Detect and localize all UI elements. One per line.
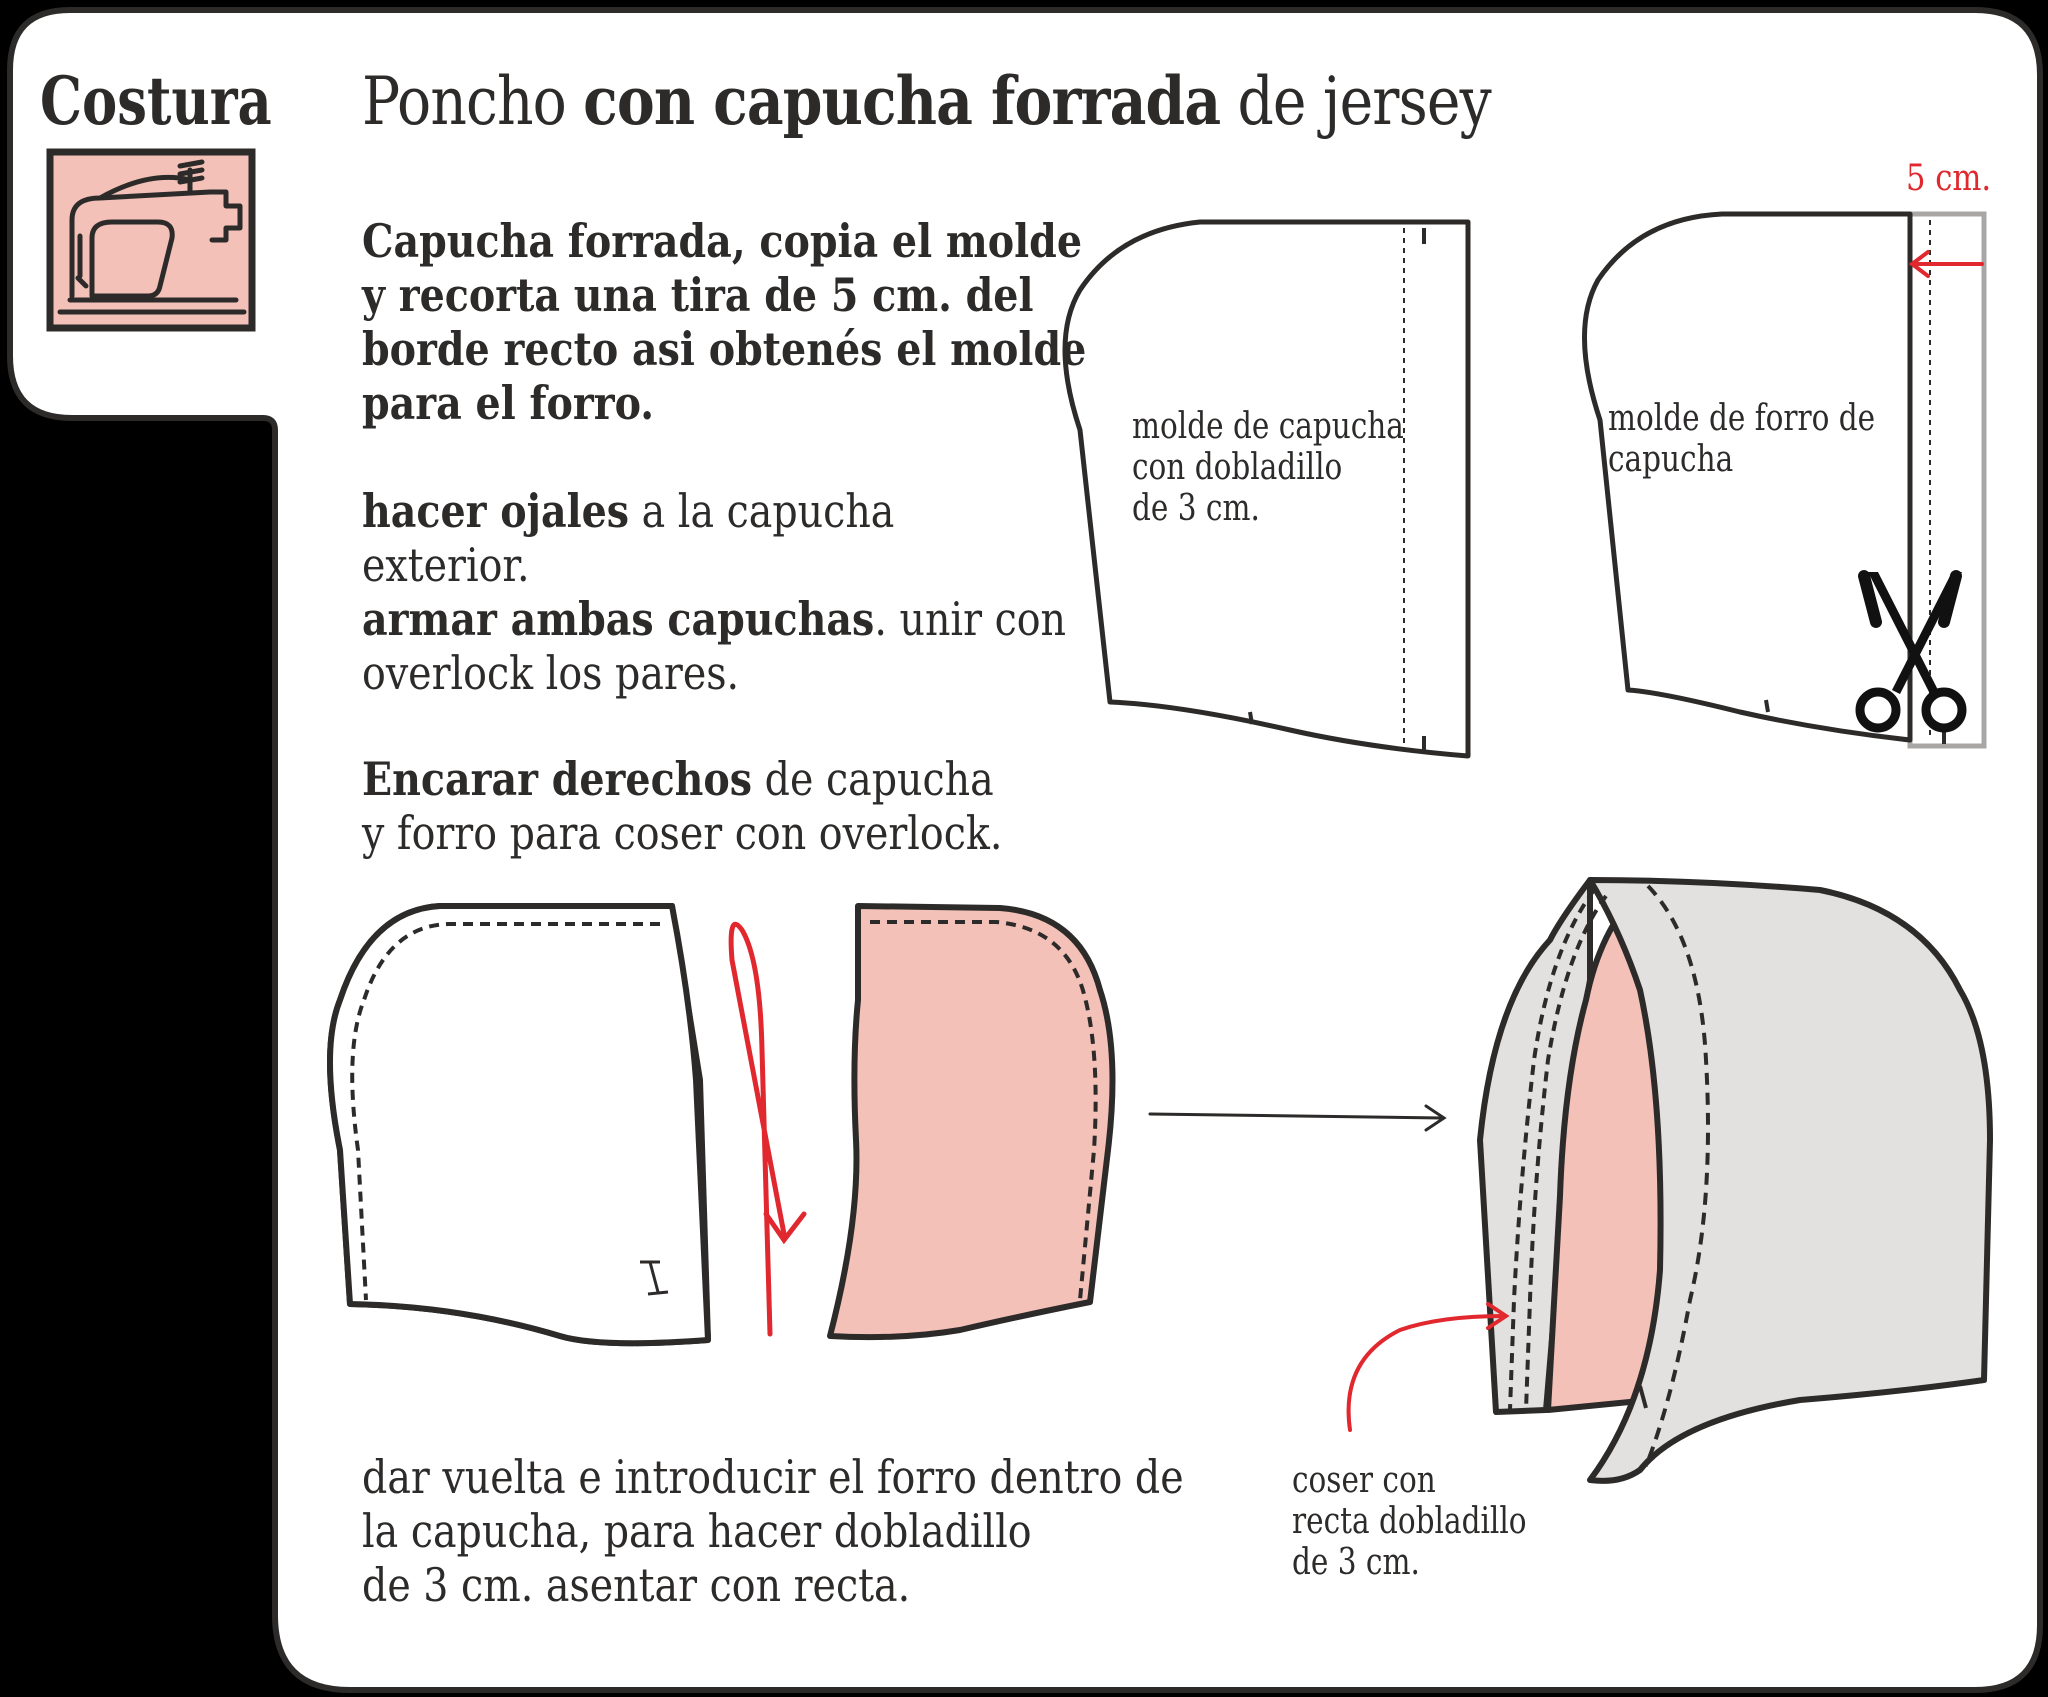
finished-hood [1477, 877, 1993, 1484]
section-label: Costura [40, 62, 272, 140]
instruction-step-3: Encarar derechos de capucha y forro para… [362, 752, 1002, 860]
strip-arrow [1908, 250, 1984, 278]
step-4-line-2: la capucha, para hacer dobladillo [362, 1504, 1032, 1558]
scissors-icon [1855, 570, 1967, 733]
step-3-line-2: y forro para coser con overlock. [362, 806, 1003, 860]
step-1-line-4: para el forro. [362, 376, 655, 430]
step-4-line-3: de 3 cm. asentar con recta. [362, 1558, 911, 1612]
step-3-line-1-bold: Encarar derechos [362, 752, 753, 806]
step-3-line-1: Encarar derechos de capucha [362, 752, 1002, 806]
step-1-line-1: Capucha forrada, copia el molde [362, 214, 1083, 268]
step-2-line-1-bold: hacer ojales [362, 484, 630, 538]
hood-pattern [1062, 219, 1471, 759]
step-2-line-4: overlock los pares. [362, 646, 740, 700]
page-title: Poncho con capucha forrada de jersey [362, 62, 1492, 140]
hood-pattern-label: molde de capucha con dobladillo de 3 cm. [1132, 406, 1404, 529]
hood-lining-piece [827, 903, 1116, 1341]
hood-pattern-label-line-1: molde de capucha [1132, 406, 1404, 447]
step-1-line-2: y recorta una tira de 5 cm. del [362, 268, 1034, 322]
step-3-line-1-rest: de capucha [752, 752, 994, 806]
title-part-1: Poncho [362, 63, 584, 140]
hood-pattern-label-line-2: con dobladillo [1132, 447, 1343, 488]
finished-hood-label-line-3: de 3 cm. [1292, 1542, 1420, 1583]
fold-arrow [728, 921, 807, 1337]
title-part-2: con capucha forrada [583, 62, 1221, 140]
step-4-line-1: dar vuelta e introducir el forro dentro … [362, 1450, 1184, 1504]
step-2-line-2: exterior. [362, 538, 530, 592]
result-arrow [1148, 1104, 1447, 1132]
lining-pattern [1582, 211, 1987, 749]
finished-hood-label-line-2: recta dobladillo [1292, 1501, 1527, 1542]
instruction-step-2: hacer ojales a la capucha exterior. arma… [362, 484, 1066, 700]
hood-exterior-piece [327, 903, 711, 1347]
sewing-machine-icon [46, 148, 256, 332]
stitch-arrow [1346, 1302, 1510, 1432]
title-part-3: de jersey [1220, 63, 1491, 140]
finished-hood-label: coser con recta dobladillo de 3 cm. [1292, 1460, 1527, 1583]
step-1-line-3: borde recto asi obtenés el molde [362, 322, 1087, 376]
step-2-line-1: hacer ojales a la capucha [362, 484, 1066, 538]
strip-width-label: 5 cm. [1906, 158, 1992, 199]
lining-pattern-label: molde de forro de capucha [1608, 398, 1875, 480]
step-2-line-3: armar ambas capuchas. unir con [362, 592, 1066, 646]
step-2-line-3-rest: . unir con [874, 592, 1067, 646]
lining-pattern-label-line-1: molde de forro de [1608, 398, 1876, 439]
finished-hood-label-line-1: coser con [1292, 1460, 1436, 1501]
step-2-line-1-rest: a la capucha [629, 484, 895, 538]
hood-pattern-label-line-3: de 3 cm. [1132, 488, 1260, 529]
instruction-step-1: Capucha forrada, copia el molde y recort… [362, 214, 1086, 430]
step-2-line-3-bold: armar ambas capuchas [362, 592, 875, 646]
instruction-step-4: dar vuelta e introducir el forro dentro … [362, 1450, 1184, 1612]
lining-pattern-label-line-2: capucha [1608, 439, 1734, 480]
